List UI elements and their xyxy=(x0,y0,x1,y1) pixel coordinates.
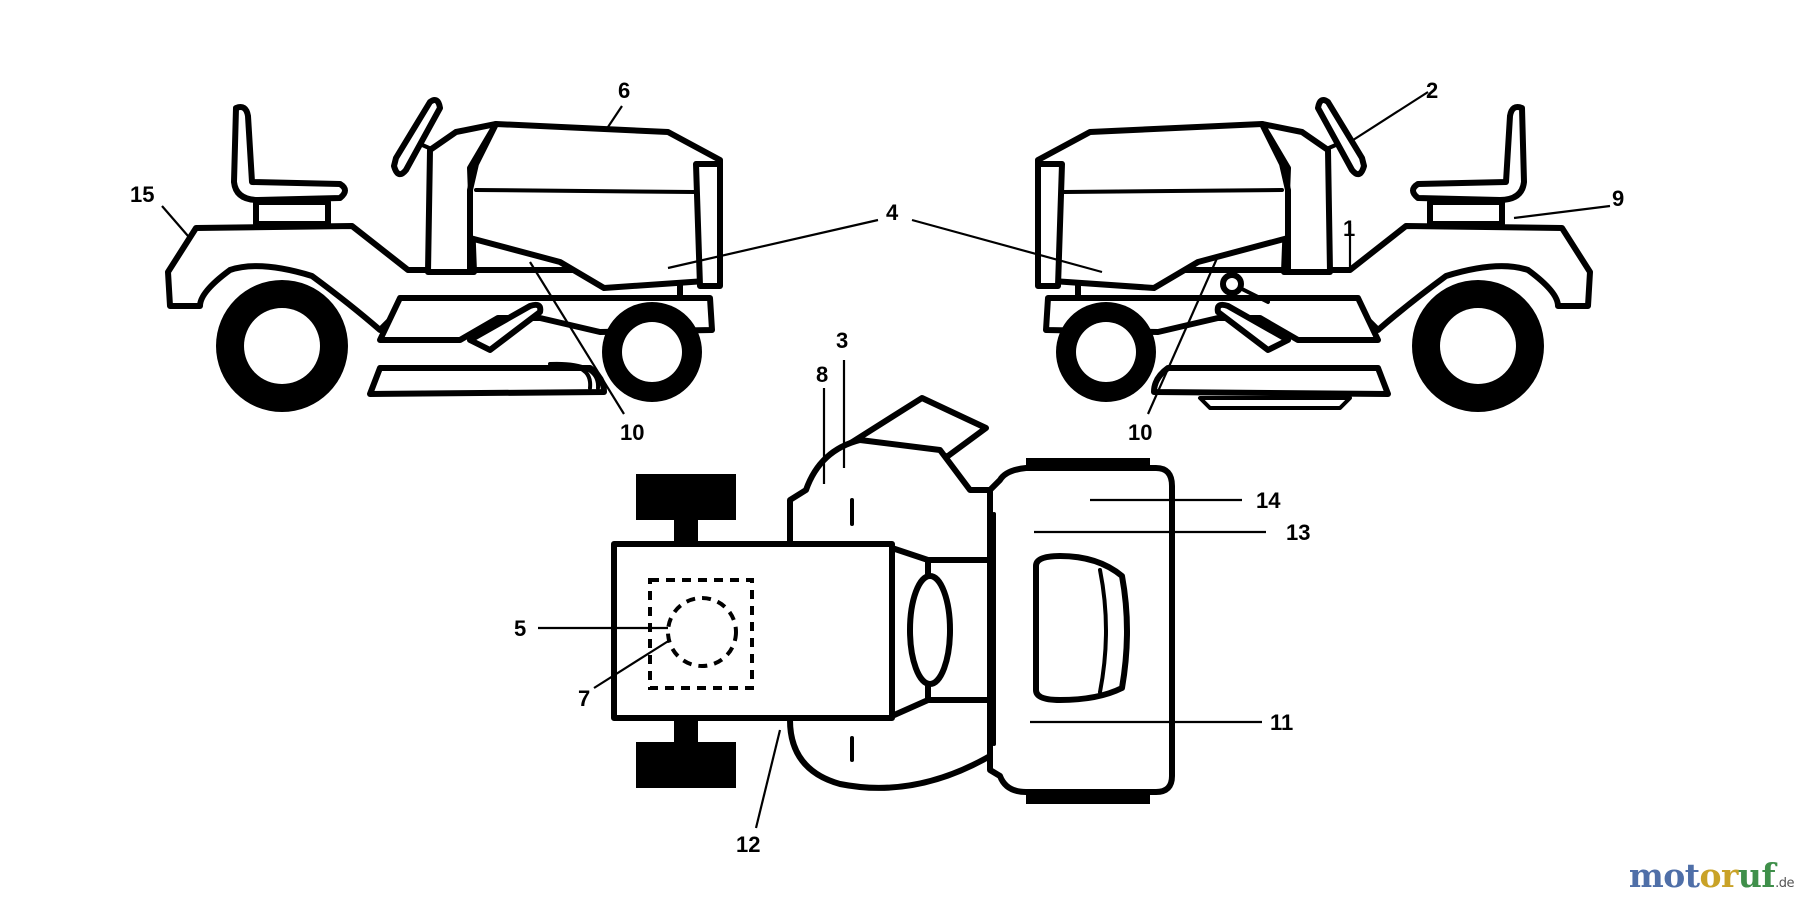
seat-left xyxy=(231,104,348,203)
steering-wheel-right xyxy=(1315,97,1367,178)
hood-side-line-left xyxy=(474,188,696,194)
discharge-chute-left xyxy=(548,361,601,390)
leader-7 xyxy=(593,639,671,689)
leader-lines xyxy=(161,91,1611,829)
tractor-left-side-view xyxy=(165,97,723,412)
seat-base-right xyxy=(1427,199,1505,227)
fuel-cap-top xyxy=(666,596,738,668)
callout-10-left: 10 xyxy=(620,420,644,445)
leader-15 xyxy=(161,205,189,237)
hood-side-line-right xyxy=(1062,188,1284,194)
leader-10-left xyxy=(529,261,625,415)
watermark-part2: or xyxy=(1699,856,1739,895)
leader-10-right xyxy=(1146,255,1220,415)
grille-right xyxy=(1035,161,1065,289)
lever-knob-right xyxy=(1220,272,1244,296)
front-hub-right xyxy=(1076,322,1136,382)
mower-deck-right xyxy=(1151,365,1391,397)
seat-base-left xyxy=(253,199,331,227)
steering-wheel-top xyxy=(907,573,953,687)
steering-wheel-left xyxy=(391,97,443,178)
callout-8: 8 xyxy=(816,362,828,387)
leader-4a xyxy=(667,218,879,270)
callout-3: 3 xyxy=(836,328,848,353)
hood-left xyxy=(467,121,723,291)
leader-4b xyxy=(911,218,1103,274)
rear-hub-left xyxy=(244,308,320,384)
callout-numbers: 1 2 3 4 5 6 7 8 9 10 10 11 12 13 14 15 xyxy=(130,78,1624,857)
callout-7: 7 xyxy=(578,686,590,711)
callout-10-right: 10 xyxy=(1128,420,1152,445)
leader-9 xyxy=(1513,204,1611,220)
leader-6 xyxy=(605,105,623,131)
seat-backrest-top xyxy=(1098,568,1108,694)
callout-13: 13 xyxy=(1286,520,1310,545)
seat-top xyxy=(1033,553,1130,703)
hood-right xyxy=(1035,121,1291,291)
callout-12: 12 xyxy=(736,832,760,857)
callout-15: 15 xyxy=(130,182,154,207)
engine-area-top xyxy=(648,578,754,690)
front-wheel-top-lower xyxy=(636,742,736,788)
callout-4: 4 xyxy=(886,200,899,225)
front-wheel-top-upper xyxy=(636,474,736,520)
front-axle-upper xyxy=(674,520,698,544)
mower-deck-left xyxy=(367,365,607,397)
callout-1: 1 xyxy=(1343,216,1355,241)
rear-fender-right xyxy=(1075,223,1593,333)
tractor-top-view xyxy=(611,395,1175,804)
callout-6: 6 xyxy=(618,78,630,103)
rear-fender-left xyxy=(165,223,683,333)
leader-2 xyxy=(1349,91,1429,143)
motoruf-watermark-logo: motoruf.de xyxy=(1628,856,1795,895)
deck-skirt-right xyxy=(1198,396,1352,410)
callout-14: 14 xyxy=(1256,488,1281,513)
deck-lift-left xyxy=(467,301,544,353)
callout-2: 2 xyxy=(1426,78,1438,103)
leader-12 xyxy=(754,729,782,829)
callout-5: 5 xyxy=(514,616,526,641)
watermark-part1: mot xyxy=(1628,856,1700,895)
watermark-suffix: .de xyxy=(1775,876,1794,891)
callout-11: 11 xyxy=(1270,710,1293,735)
deck-lift-right xyxy=(1214,301,1291,353)
grille-left xyxy=(693,161,723,289)
rear-hub-right xyxy=(1440,308,1516,384)
watermark-part3: uf xyxy=(1737,856,1776,895)
front-hub-left xyxy=(622,322,682,382)
tractor-right-side-view xyxy=(1035,97,1593,412)
front-axle-lower xyxy=(674,718,698,742)
seat-right xyxy=(1410,104,1527,203)
callout-9: 9 xyxy=(1612,186,1624,211)
